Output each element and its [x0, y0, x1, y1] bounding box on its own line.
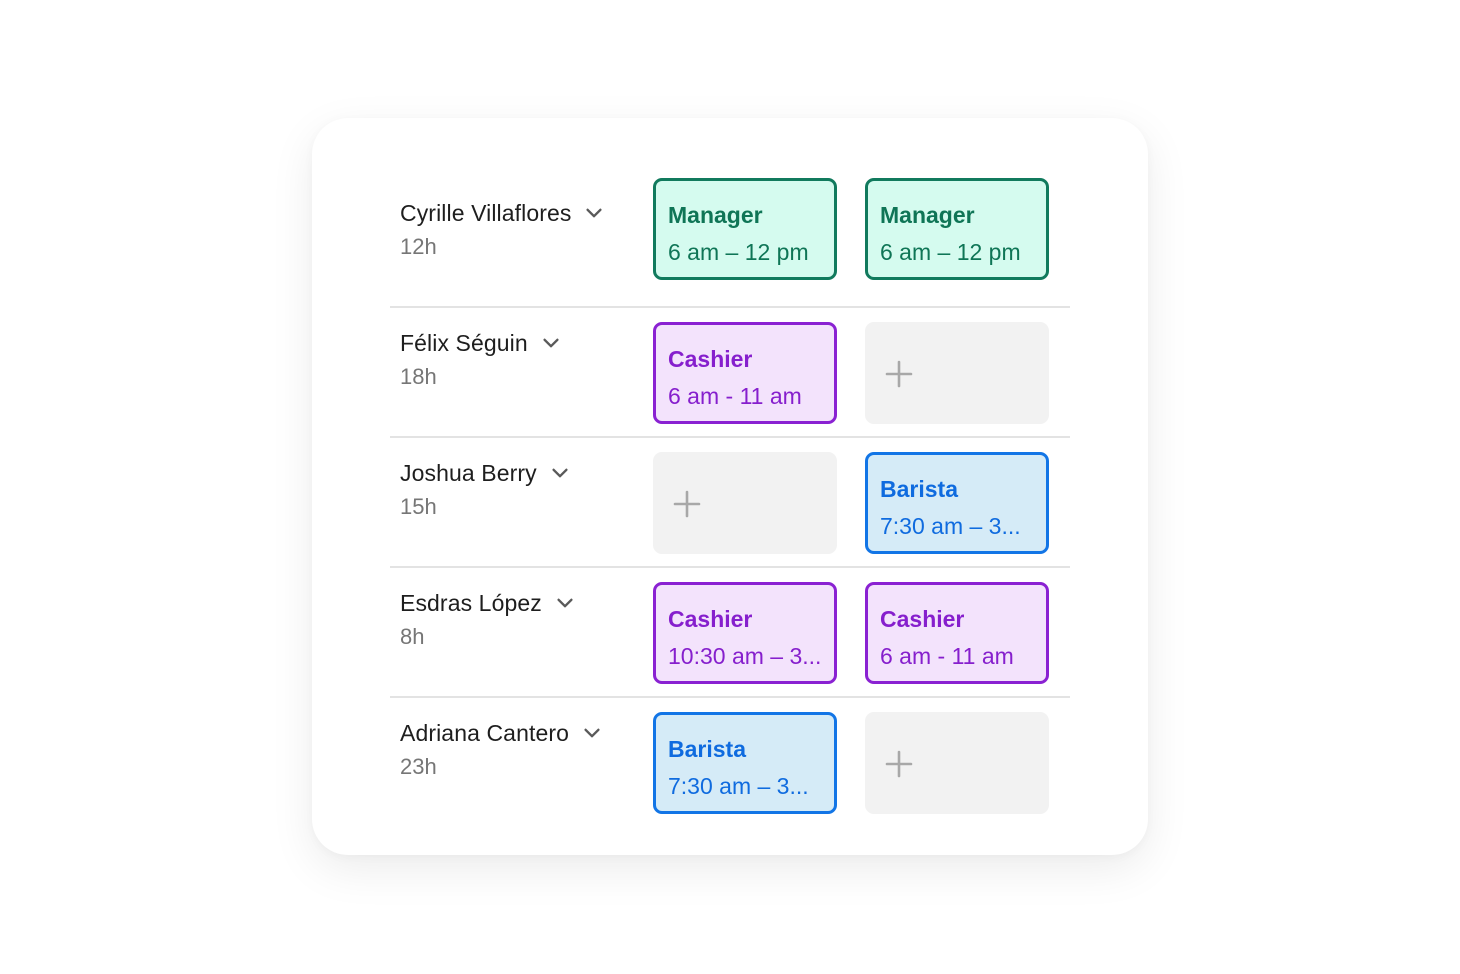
- shift-card-manager[interactable]: Manager 6 am – 12 pm: [653, 178, 837, 280]
- shift-role: Barista: [668, 736, 746, 762]
- employee-info: Joshua Berry 15h: [400, 456, 571, 520]
- shift-card-cashier[interactable]: Cashier 10:30 am – 3...: [653, 582, 837, 684]
- employee-info: Félix Séguin 18h: [400, 326, 562, 390]
- employee-hours: 15h: [400, 494, 437, 519]
- employee-row: Félix Séguin 18h Cashier 6 am - 11 am: [390, 308, 1070, 438]
- employee-hours: 8h: [400, 624, 425, 649]
- shift-card-barista[interactable]: Barista 7:30 am – 3...: [865, 452, 1049, 554]
- employee-info: Adriana Cantero 23h: [400, 716, 603, 780]
- plus-icon: [885, 360, 913, 388]
- plus-icon: [885, 750, 913, 778]
- shift-card-manager[interactable]: Manager 6 am – 12 pm: [865, 178, 1049, 280]
- chevron-down-icon[interactable]: [583, 202, 605, 224]
- shift-role: Barista: [880, 476, 958, 502]
- employee-hours: 18h: [400, 364, 437, 389]
- employee-info: Esdras López 8h: [400, 586, 576, 650]
- shift-role: Cashier: [668, 606, 753, 632]
- shift-time: 6 am - 11 am: [668, 383, 802, 409]
- add-shift-button[interactable]: [865, 712, 1049, 814]
- shift-role: Cashier: [880, 606, 965, 632]
- employee-hours: 23h: [400, 754, 437, 779]
- employee-info: Cyrille Villaflores 12h: [400, 196, 605, 260]
- employee-name: Joshua Berry: [400, 459, 537, 486]
- plus-icon: [673, 490, 701, 518]
- chevron-down-icon[interactable]: [554, 592, 576, 614]
- employee-row: Joshua Berry 15h Barista 7:30 am – 3...: [390, 438, 1070, 568]
- shift-role: Manager: [880, 202, 975, 228]
- employee-name: Cyrille Villaflores: [400, 199, 572, 226]
- shift-time: 6 am - 11 am: [880, 643, 1014, 669]
- employee-row: Cyrille Villaflores 12h Manager 6 am – 1…: [390, 178, 1070, 308]
- shift-time: 7:30 am – 3...: [668, 773, 809, 799]
- shift-time: 6 am – 12 pm: [668, 239, 809, 265]
- employee-row: Esdras López 8h Cashier 10:30 am – 3... …: [390, 568, 1070, 698]
- shift-time: 6 am – 12 pm: [880, 239, 1021, 265]
- shift-card-cashier[interactable]: Cashier 6 am - 11 am: [865, 582, 1049, 684]
- schedule-rows: Cyrille Villaflores 12h Manager 6 am – 1…: [390, 178, 1070, 828]
- add-shift-button[interactable]: [865, 322, 1049, 424]
- chevron-down-icon[interactable]: [540, 332, 562, 354]
- shift-role: Manager: [668, 202, 763, 228]
- shift-card-cashier[interactable]: Cashier 6 am - 11 am: [653, 322, 837, 424]
- shift-role: Cashier: [668, 346, 753, 372]
- chevron-down-icon[interactable]: [549, 462, 571, 484]
- shift-time: 10:30 am – 3...: [668, 643, 822, 669]
- employee-hours: 12h: [400, 234, 437, 259]
- employee-name: Félix Séguin: [400, 329, 528, 356]
- chevron-down-icon[interactable]: [581, 722, 603, 744]
- shift-time: 7:30 am – 3...: [880, 513, 1021, 539]
- employee-name: Esdras López: [400, 589, 542, 616]
- schedule-card: Cyrille Villaflores 12h Manager 6 am – 1…: [312, 118, 1148, 855]
- employee-row: Adriana Cantero 23h Barista 7:30 am – 3.…: [390, 698, 1070, 828]
- shift-card-barista[interactable]: Barista 7:30 am – 3...: [653, 712, 837, 814]
- employee-name: Adriana Cantero: [400, 719, 569, 746]
- add-shift-button[interactable]: [653, 452, 837, 554]
